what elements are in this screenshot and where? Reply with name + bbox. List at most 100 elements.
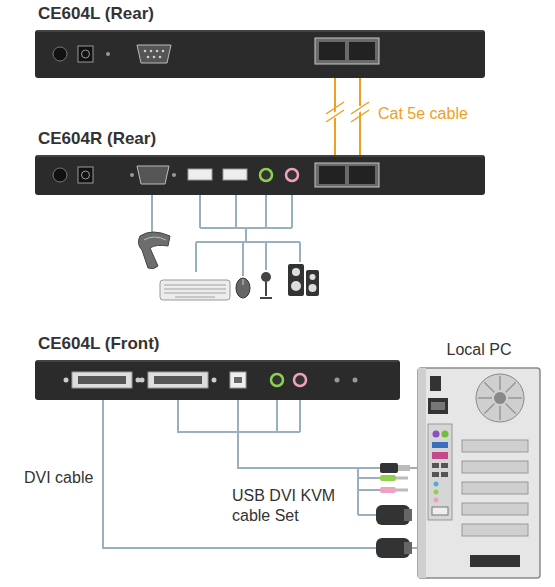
illustration-part	[53, 168, 67, 182]
illustration-part	[160, 280, 230, 300]
illustration-part	[315, 38, 379, 64]
illustration-part	[53, 47, 67, 61]
illustration-part	[78, 46, 93, 62]
device-panel: CE604R (Rear)	[35, 155, 485, 195]
illustration-part	[286, 169, 298, 181]
illustration-part	[236, 278, 250, 298]
device-panel: CE604L (Front)	[35, 360, 400, 400]
illustration-part	[309, 284, 317, 292]
illustration-part	[494, 392, 506, 404]
illustration-part	[380, 487, 396, 493]
ce604l-rear-panel	[35, 30, 485, 78]
illustration-part	[499, 376, 500, 390]
cable-break-marks	[326, 102, 369, 122]
illustration-part	[396, 477, 408, 480]
illustration-part	[462, 461, 528, 473]
illustration-part	[380, 463, 398, 473]
illustration-part	[326, 106, 369, 118]
illustration-part	[37, 31, 483, 32]
speakers	[288, 264, 319, 296]
illustration-part	[442, 431, 449, 438]
illustration-part	[380, 475, 396, 481]
illustration-part	[154, 376, 202, 384]
illustration-part	[476, 374, 524, 422]
peripheral-wires	[152, 195, 300, 276]
illustration-part	[310, 274, 316, 280]
illustration-part	[35, 360, 400, 400]
illustration-part	[64, 378, 69, 383]
illustration-part	[418, 368, 426, 578]
illustration-part	[404, 542, 412, 554]
cable-label: USB DVI KVM cable Set	[232, 486, 350, 526]
illustration-part	[462, 440, 528, 452]
illustration-part	[432, 452, 448, 459]
illustration-part	[159, 56, 162, 59]
illustration-part	[428, 424, 452, 520]
illustration-part	[353, 378, 358, 383]
illustration-part	[404, 509, 412, 521]
illustration-part	[462, 482, 528, 494]
illustration-part	[35, 155, 485, 195]
illustration-part	[156, 50, 159, 53]
barcode-scanner	[138, 232, 170, 269]
illustration-part	[431, 402, 445, 410]
illustration-part	[433, 431, 440, 438]
illustration-part	[432, 463, 439, 468]
illustration-part	[470, 555, 520, 567]
illustration-part	[261, 272, 271, 282]
illustration-part	[288, 264, 304, 296]
illustration-part	[428, 398, 448, 414]
device-heading: CE604L (Rear)	[38, 4, 154, 24]
illustration-part	[335, 378, 340, 383]
illustration-part	[432, 472, 439, 477]
ce604l-front-panel	[35, 360, 400, 400]
illustration-part	[315, 163, 379, 187]
illustration-part	[508, 397, 522, 398]
kvm-cable	[238, 400, 418, 468]
illustration-part	[234, 377, 242, 383]
illustration-part	[462, 503, 528, 515]
illustration-part	[292, 268, 300, 276]
illustration-part	[137, 45, 171, 63]
microphone	[260, 272, 272, 298]
illustration-part	[326, 102, 369, 122]
illustration-part	[432, 442, 448, 448]
illustration-part	[78, 167, 93, 183]
illustration-part	[430, 376, 441, 391]
illustration-part	[37, 156, 483, 157]
illustration-part	[144, 237, 166, 240]
illustration-part	[162, 50, 165, 53]
illustration-part	[432, 507, 448, 515]
illustration-part	[499, 406, 500, 420]
illustration-part	[223, 169, 247, 180]
illustration-part	[484, 404, 494, 414]
illustration-part	[260, 169, 272, 181]
illustration-part	[147, 56, 150, 59]
illustration-part	[243, 279, 244, 285]
illustration-part	[196, 195, 300, 276]
illustration-part	[230, 372, 246, 388]
pc-tower	[418, 368, 540, 578]
illustration-part	[137, 166, 169, 184]
device-heading: CE604R (Rear)	[38, 129, 156, 149]
illustration-part	[151, 195, 153, 232]
illustration-part	[506, 404, 516, 414]
illustration-part	[434, 498, 439, 503]
illustration-part	[294, 374, 306, 386]
illustration-part	[72, 372, 132, 388]
illustration-part	[478, 376, 522, 420]
illustration-part	[82, 50, 90, 58]
illustration-part	[78, 376, 126, 384]
illustration-part	[164, 285, 226, 297]
illustration-part	[306, 270, 319, 296]
illustration-part	[319, 166, 345, 184]
illustration-part	[260, 282, 272, 298]
illustration-part	[434, 490, 439, 495]
usb-plug	[380, 463, 410, 473]
illustration-part	[271, 374, 283, 386]
keyboard	[160, 280, 230, 300]
illustration-part	[212, 378, 217, 383]
illustration-part	[82, 171, 90, 179]
illustration-part	[434, 482, 439, 487]
